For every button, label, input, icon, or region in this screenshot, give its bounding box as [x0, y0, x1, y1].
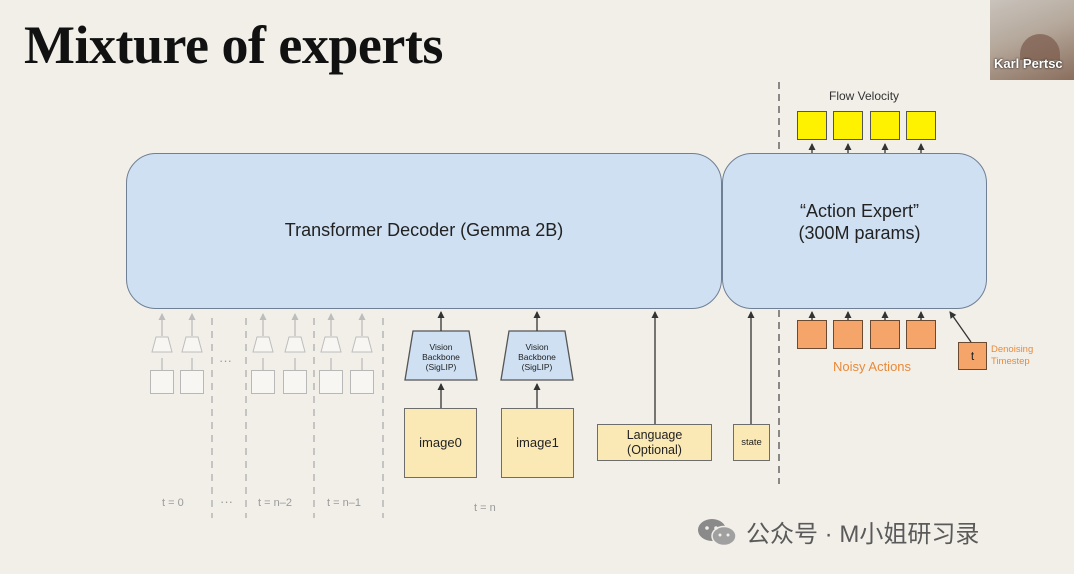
noisy-action-token — [833, 320, 863, 349]
flow-velocity-token — [797, 111, 827, 140]
arrow-timestep-to-expert — [949, 311, 972, 343]
ghost-image-box — [180, 370, 204, 394]
noisy-action-token — [870, 320, 900, 349]
flow-velocity-token — [833, 111, 863, 140]
time-label-dots-bottom: ··· — [220, 494, 233, 509]
flow-velocity-token — [870, 111, 900, 140]
watermark: 公众号 · M小姐研习录 — [696, 514, 979, 549]
ghost-encoder — [181, 336, 203, 353]
language-input-box: Language (Optional) — [597, 424, 712, 461]
watermark-text: 公众号 · M小姐研习录 — [746, 521, 980, 548]
denoising-timestep-label-line1: Denoising — [991, 344, 1034, 355]
noisy-actions-label: Noisy Actions — [833, 359, 912, 374]
noisy-action-token — [906, 320, 936, 349]
time-label-t0: t = 0 — [162, 497, 184, 509]
flow-velocity-label: Flow Velocity — [829, 89, 900, 103]
transformer-decoder-block: Transformer Decoder (Gemma 2B) — [126, 153, 722, 309]
ghost-image-box — [283, 370, 307, 394]
wechat-icon — [698, 518, 737, 546]
flow-velocity-token — [906, 111, 936, 140]
webcam-person-silhouette — [1020, 34, 1060, 60]
vision-backbone-1-label: Vision Backbone (SigLIP) — [518, 342, 556, 372]
time-label-tn1: t = n–1 — [327, 497, 361, 509]
webcam-speaker-name: Karl Pertsc — [994, 56, 1063, 71]
vision-backbone-0-label: Vision Backbone (SigLIP) — [422, 342, 460, 372]
time-label-dots-top: ··· — [219, 353, 232, 368]
action-expert-label-line2: (300M params) — [798, 223, 921, 243]
ghost-image-box — [251, 370, 275, 394]
time-label-tn2: t = n–2 — [258, 497, 292, 509]
ghost-encoder — [320, 336, 342, 353]
time-label-tn: t = n — [474, 502, 496, 514]
ghost-image-box — [319, 370, 343, 394]
vision-backbone-0-shape — [404, 330, 478, 381]
image1-input-box: image1 — [501, 408, 574, 478]
denoising-timestep-box: t — [958, 342, 987, 370]
image0-input-box: image0 — [404, 408, 477, 478]
webcam-thumbnail: Karl Pertsc — [990, 0, 1074, 80]
ghost-encoder — [252, 336, 274, 353]
action-expert-block: “Action Expert” (300M params) — [722, 153, 987, 309]
transformer-decoder-label: Transformer Decoder (Gemma 2B) — [284, 219, 564, 240]
action-expert-label-line1: “Action Expert” — [799, 200, 920, 221]
slide-title: Mixture of experts — [24, 15, 443, 75]
state-input-box: state — [733, 424, 770, 461]
noisy-action-token — [797, 320, 827, 349]
denoising-timestep-label-line2: Timestep — [991, 356, 1030, 367]
ghost-encoder — [284, 336, 306, 353]
ghost-encoder — [151, 336, 173, 353]
vision-backbone-1-shape — [500, 330, 574, 381]
ghost-image-box — [350, 370, 374, 394]
ghost-encoder — [351, 336, 373, 353]
ghost-image-box — [150, 370, 174, 394]
